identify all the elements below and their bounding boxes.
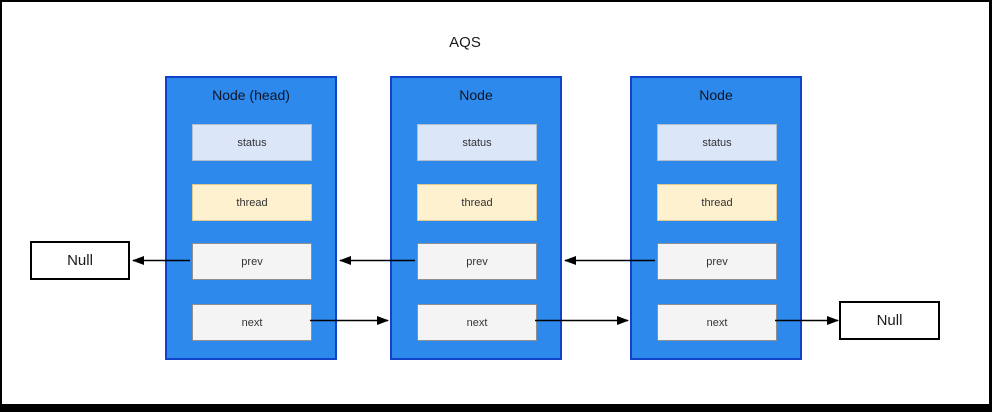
diagram-title: AQS [449, 34, 481, 51]
node-3-prev-field: prev [657, 243, 777, 280]
node-2-title: Node [459, 87, 493, 103]
node-2-thread-field: thread [417, 184, 537, 221]
null-box-right: Null [839, 301, 940, 340]
node-head-status-field: status [192, 124, 312, 161]
node-3: Node status thread prev next [630, 76, 802, 360]
node-head-thread-field: thread [192, 184, 312, 221]
node-3-thread-field: thread [657, 184, 777, 221]
node-3-title: Node [699, 87, 733, 103]
node-head: Node (head) status thread prev next [165, 76, 337, 360]
null-box-left: Null [30, 241, 130, 280]
node-2-prev-field: prev [417, 243, 537, 280]
node-2-status-field: status [417, 124, 537, 161]
node-head-next-field: next [192, 304, 312, 341]
node-head-prev-field: prev [192, 243, 312, 280]
node-3-status-field: status [657, 124, 777, 161]
node-3-next-field: next [657, 304, 777, 341]
node-head-title: Node (head) [212, 87, 290, 103]
node-2-next-field: next [417, 304, 537, 341]
node-2: Node status thread prev next [390, 76, 562, 360]
